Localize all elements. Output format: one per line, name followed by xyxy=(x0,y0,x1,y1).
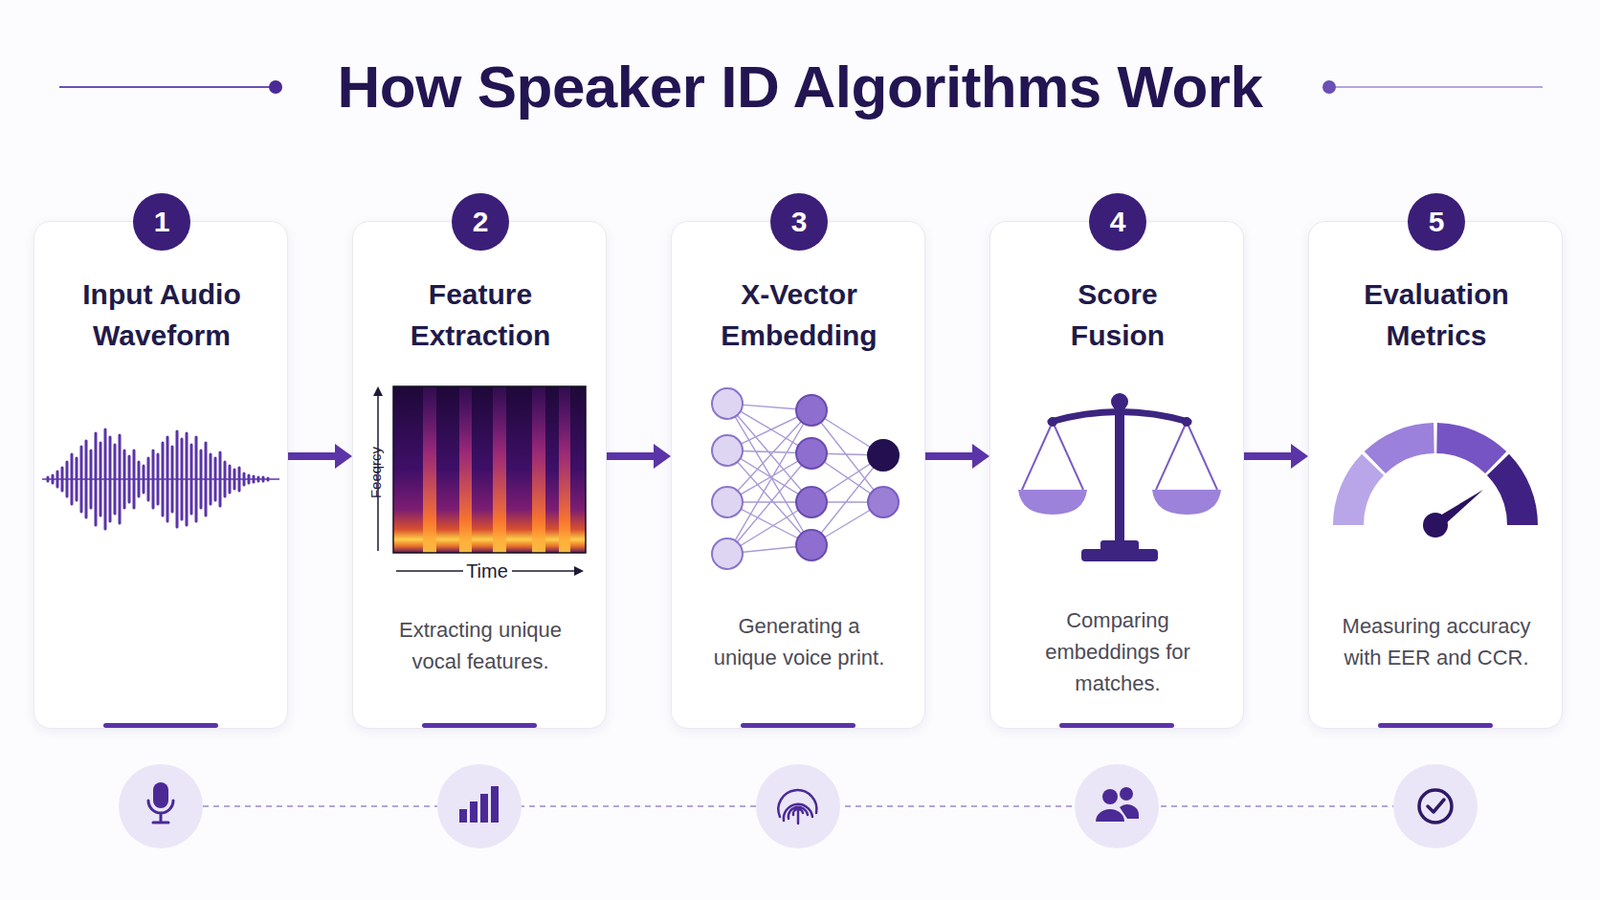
process-card: X-Vector EmbeddingGenerating a unique vo… xyxy=(670,221,926,730)
arrow-shaft xyxy=(925,452,974,461)
card-description: Extracting unique vocal features. xyxy=(384,614,577,678)
microphone-icon xyxy=(148,782,174,823)
rule-line xyxy=(1329,86,1543,89)
icon-badge xyxy=(437,764,522,849)
chart-bar xyxy=(490,786,499,823)
process-card: Evaluation MetricsMeasuring accuracy wit… xyxy=(1308,221,1563,730)
user-body xyxy=(1095,809,1125,823)
icon-row xyxy=(118,764,1478,849)
dashed-connector xyxy=(202,805,1394,808)
card-title: Feature Extraction xyxy=(394,273,567,356)
icon-badge xyxy=(755,764,841,849)
step-number: 3 xyxy=(770,193,828,251)
step-number-badge: 3 xyxy=(770,193,828,251)
arrow-shaft xyxy=(606,452,655,461)
chart-bar xyxy=(469,801,478,823)
flow-arrow xyxy=(606,444,671,469)
card-title: Evaluation Metrics xyxy=(1350,273,1523,356)
mic-head xyxy=(153,782,169,809)
rule-dot xyxy=(268,80,283,94)
icon-badge xyxy=(1393,764,1478,849)
mic-stand xyxy=(148,800,174,823)
axis-label: Feeqrcy xyxy=(367,446,385,499)
icon-badge xyxy=(118,764,203,849)
step-number-badge: 1 xyxy=(133,193,191,251)
process-card: Feature ExtractionExtracting unique voca… xyxy=(352,221,607,730)
check-icon xyxy=(1419,790,1452,823)
step-number: 2 xyxy=(451,193,510,251)
bar-chart-icon xyxy=(459,786,499,823)
process-card: Input Audio Waveform1 xyxy=(33,221,289,730)
card-description: Measuring accuracy with EER and CCR. xyxy=(1335,610,1537,674)
step-number-badge: 5 xyxy=(1407,193,1466,251)
step-number: 1 xyxy=(133,193,191,251)
step-number: 5 xyxy=(1407,193,1466,251)
user-body xyxy=(1119,804,1139,820)
card-title: X-Vector Embedding xyxy=(712,273,886,356)
arrow-head xyxy=(334,444,353,469)
users-icon xyxy=(1095,787,1139,823)
process-card: Score FusionComparing embeddings for mat… xyxy=(989,221,1245,730)
arrow-head xyxy=(1290,444,1309,469)
step-number-badge: 2 xyxy=(451,193,510,251)
icon-badge xyxy=(1074,764,1159,849)
flow-arrow xyxy=(1244,444,1309,469)
step-number-badge: 4 xyxy=(1088,193,1147,251)
diagram-title: How Speaker ID Algorithms Work xyxy=(0,53,1600,121)
check-ring xyxy=(1419,790,1452,823)
step-number: 4 xyxy=(1088,193,1147,251)
arrow-shaft xyxy=(288,452,336,461)
flow-arrow xyxy=(288,444,353,469)
card-description: Generating a unique voice print. xyxy=(708,610,890,674)
chart-bar xyxy=(459,809,467,823)
user-head xyxy=(1102,789,1118,805)
arrow-head xyxy=(653,444,671,469)
rule-line xyxy=(59,86,276,89)
card-title: Input Audio Waveform xyxy=(75,273,248,356)
arrow-shaft xyxy=(1244,452,1292,461)
rule-dot xyxy=(1322,80,1336,94)
flow-arrow xyxy=(925,444,990,469)
check-mark xyxy=(1427,800,1445,813)
arrow-head xyxy=(972,444,990,469)
axis-label: Time xyxy=(466,559,509,583)
user-head xyxy=(1119,787,1134,801)
fingerprint-ridges xyxy=(777,790,817,824)
chart-bar xyxy=(480,794,489,823)
card-description: Comparing embeddings for matches. xyxy=(1031,604,1204,700)
card-title: Score Fusion xyxy=(1031,273,1204,356)
fingerprint-icon xyxy=(777,790,817,824)
